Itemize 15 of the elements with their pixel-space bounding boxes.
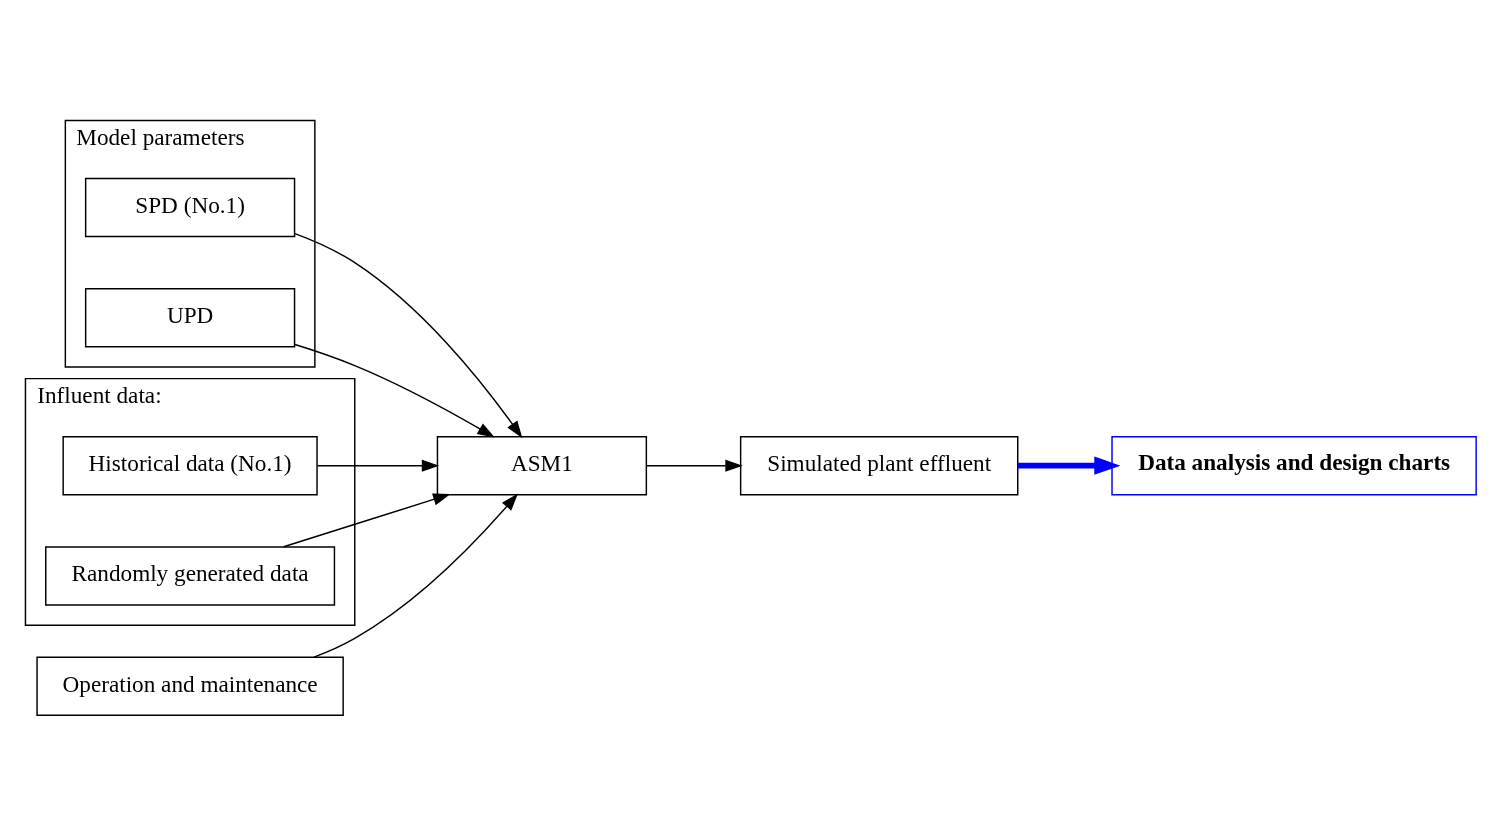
node-box: UPD: [84, 287, 296, 347]
arrow: [313, 493, 518, 658]
node-box: Data analysis and design charts: [1111, 435, 1477, 495]
arrow: [316, 459, 440, 472]
arrow: [645, 459, 743, 472]
node-box: Historical data (No.1): [62, 435, 318, 495]
arrow: [282, 493, 451, 548]
node-box: ASM1: [436, 435, 648, 495]
node-box: Simulated plant effluent: [739, 435, 1019, 495]
arrow: [294, 343, 495, 438]
node-box: Operation and maintenance: [36, 655, 344, 716]
arrow: [294, 232, 523, 438]
node-box: SPD (No.1): [84, 177, 296, 237]
arrow: [1017, 456, 1121, 475]
node-box: Randomly generated data: [45, 545, 336, 606]
